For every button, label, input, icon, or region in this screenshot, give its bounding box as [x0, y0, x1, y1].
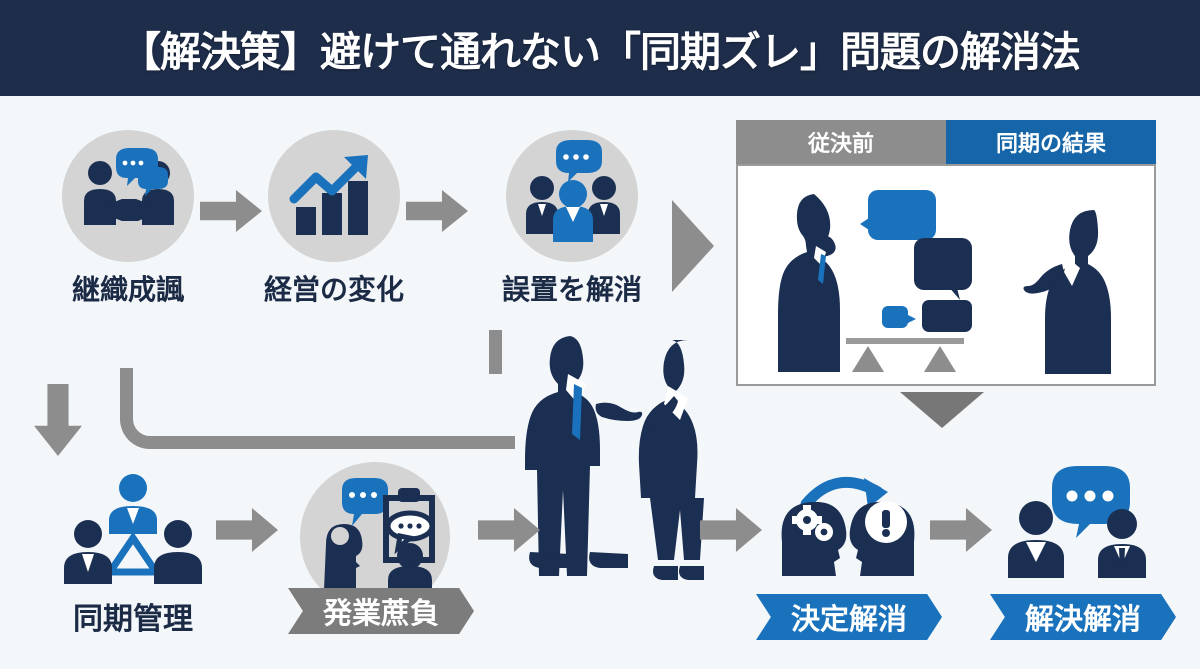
- bottom-step-3-banner[interactable]: 決定解消: [756, 594, 942, 640]
- arrow-right-icon: [200, 190, 262, 232]
- panel-tab-strip: 従決前 同期の結果: [736, 120, 1156, 164]
- team-hierarchy-icon: [62, 472, 204, 592]
- handshake-chat-icon: [82, 148, 176, 237]
- speech-bubble-navy-small: [922, 300, 974, 334]
- elbow-connector-cap: [489, 330, 502, 374]
- two-heads-gears-alert-icon: [772, 470, 924, 580]
- two-people-chat-icon: [1006, 466, 1156, 580]
- tab-before[interactable]: 従決前: [736, 120, 946, 164]
- arrow-right-icon: [216, 508, 278, 552]
- thinking-businessman-silhouette: [776, 184, 876, 374]
- bar-chart-growth-icon: [289, 155, 380, 239]
- speech-bubble-blue-large: [860, 190, 936, 252]
- panel-body: [736, 164, 1156, 386]
- top-step-2-label: 経営の変化: [263, 274, 404, 305]
- elbow-connector: [120, 368, 515, 449]
- bottom-step-4-banner[interactable]: 解決解消: [990, 594, 1176, 640]
- speech-bubble-navy-large: [914, 238, 980, 306]
- gesturing-businesswoman-silhouette: [1023, 206, 1128, 374]
- title-bar: 【解決策】避けて通れない「同期ズレ」問題の解消法: [0, 0, 1200, 96]
- tab-after[interactable]: 同期の結果: [946, 120, 1156, 164]
- arrow-right-icon: [930, 508, 992, 552]
- people-group-chat-icon: [526, 140, 620, 244]
- bottom-step-2-banner[interactable]: 発業蔗負: [288, 588, 474, 634]
- triangle-down-icon: [900, 392, 984, 428]
- top-step-1-label: 継織成諷: [71, 274, 184, 305]
- balance-scale-icon: [846, 338, 964, 376]
- page-title: 【解決策】避けて通れない「同期ズレ」問題の解消法: [120, 29, 1081, 75]
- speech-bubble-blue-small: [882, 306, 916, 334]
- arrow-right-icon: [406, 190, 468, 232]
- arrow-down-icon: [34, 384, 82, 456]
- clipboard-discussion-icon: [312, 478, 440, 596]
- standing-businessman-silhouette: [524, 330, 644, 580]
- bottom-step-1-label: 同期管理: [73, 603, 193, 636]
- standing-businesswoman-silhouette: [636, 338, 742, 580]
- triangle-right-icon: [672, 200, 714, 292]
- top-step-3-label: 誤置を解消: [501, 274, 642, 305]
